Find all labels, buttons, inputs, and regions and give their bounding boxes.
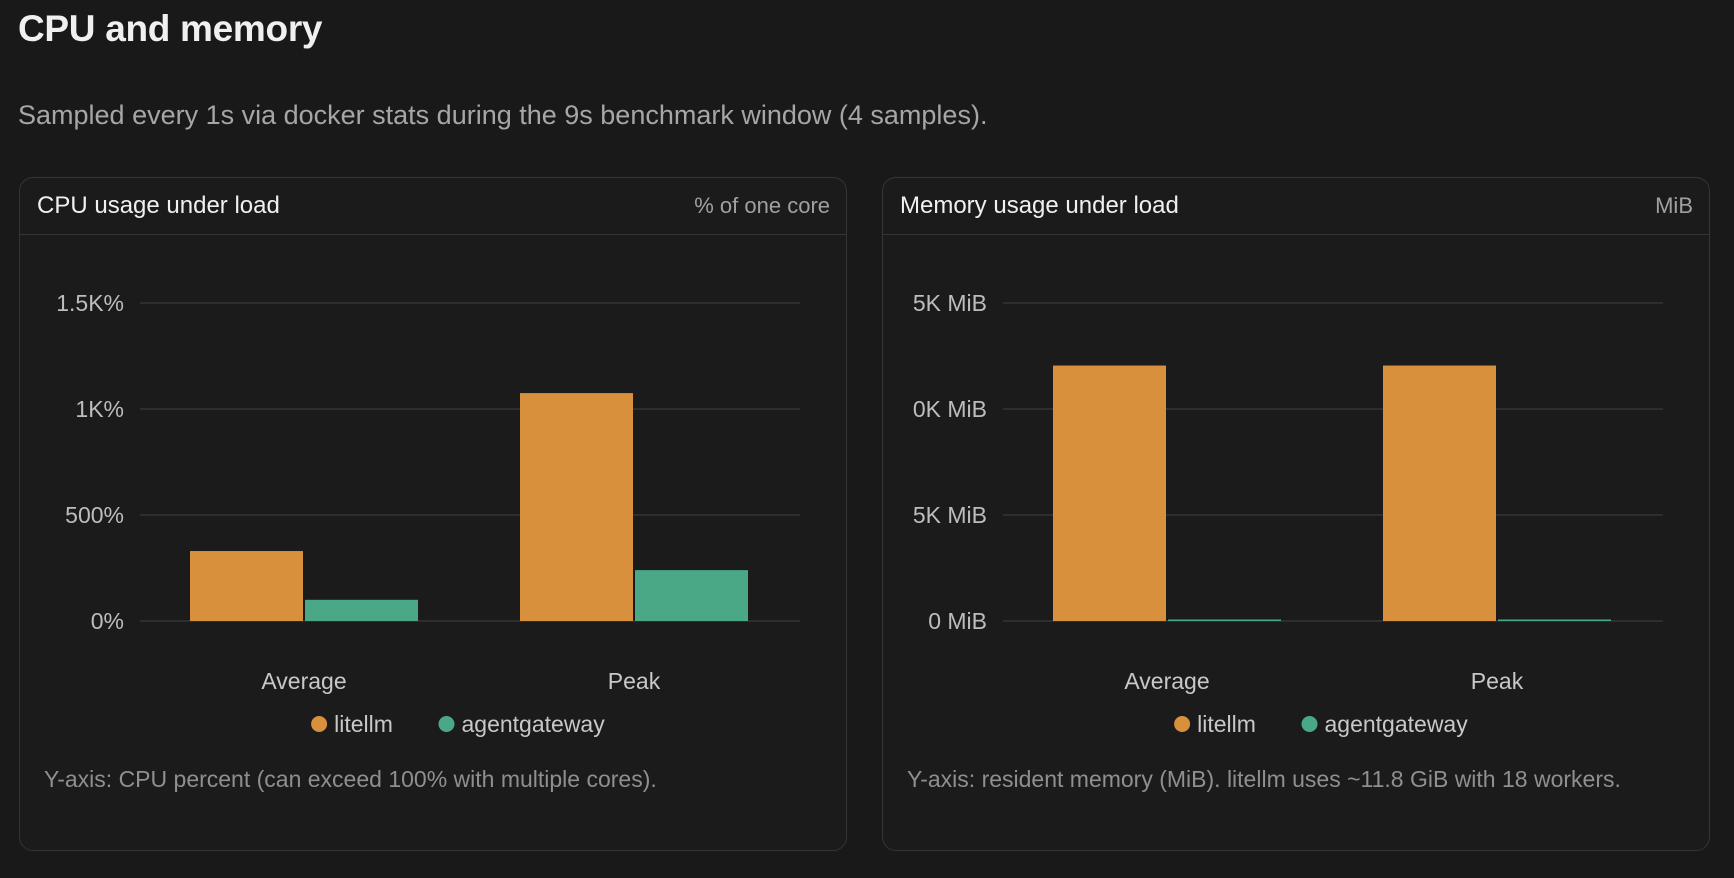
- bar-agentgateway-average[interactable]: [1168, 619, 1281, 622]
- card-unit: % of one core: [694, 193, 830, 218]
- bar-litellm-average[interactable]: [1053, 365, 1166, 621]
- legend-label: agentgateway: [462, 711, 606, 737]
- y-tick-label: 0%: [91, 608, 124, 634]
- y-tick-label: 500%: [65, 502, 124, 528]
- legend-label: litellm: [334, 711, 393, 737]
- chart-note: Y-axis: resident memory (MiB). litellm u…: [907, 766, 1621, 792]
- bar-agentgateway-peak[interactable]: [635, 570, 748, 621]
- y-tick-label: 1.5K%: [56, 290, 124, 316]
- card-header: Memory usage under load MiB: [883, 178, 1709, 235]
- cpu-chart-card: CPU usage under load % of one core 0% 500…: [19, 177, 847, 851]
- y-tick-label: 1K%: [75, 396, 124, 422]
- y-tick-label: 0K MiB: [913, 396, 987, 422]
- legend-item-litellm[interactable]: litellm: [1174, 711, 1256, 737]
- legend-label: agentgateway: [1325, 711, 1469, 737]
- legend-swatch: [438, 716, 455, 732]
- legend-item-litellm[interactable]: litellm: [311, 711, 393, 737]
- y-tick-label: 0 MiB: [928, 608, 987, 634]
- bar-litellm-peak[interactable]: [1383, 365, 1496, 621]
- bar-litellm-average[interactable]: [190, 551, 303, 621]
- bar-litellm-peak[interactable]: [520, 393, 633, 621]
- cpu-bar-chart: 0% 500% 1K% 1.5K% Average Peak litellm agentgat…: [56, 290, 800, 737]
- x-tick-label: Peak: [608, 668, 661, 694]
- card-title: Memory usage under load: [900, 192, 1179, 219]
- page-title: CPU and memory: [18, 8, 323, 49]
- chart-note: Y-axis: CPU percent (can exceed 100% wit…: [44, 766, 657, 792]
- memory-bar-chart: 0 MiB 5K MiB 0K MiB 5K MiB Average Peak litell…: [913, 290, 1663, 737]
- y-tick-label: 5K MiB: [913, 502, 987, 528]
- card-unit: MiB: [1655, 193, 1693, 218]
- x-tick-label: Average: [1124, 668, 1209, 694]
- x-tick-label: Average: [261, 668, 346, 694]
- legend-swatch: [311, 716, 328, 732]
- legend-swatch: [1174, 716, 1191, 732]
- page-subtitle: Sampled every 1s via docker stats during…: [18, 100, 988, 130]
- x-tick-label: Peak: [1471, 668, 1524, 694]
- legend-item-agentgateway[interactable]: agentgateway: [438, 711, 606, 737]
- card-header: CPU usage under load % of one core: [20, 178, 846, 235]
- bar-agentgateway-average[interactable]: [305, 599, 418, 621]
- legend-label: litellm: [1197, 711, 1256, 737]
- y-tick-label: 5K MiB: [913, 290, 987, 316]
- card-title: CPU usage under load: [37, 192, 280, 219]
- legend-item-agentgateway[interactable]: agentgateway: [1301, 711, 1469, 737]
- bar-agentgateway-peak[interactable]: [1498, 619, 1611, 622]
- legend-swatch: [1301, 716, 1318, 732]
